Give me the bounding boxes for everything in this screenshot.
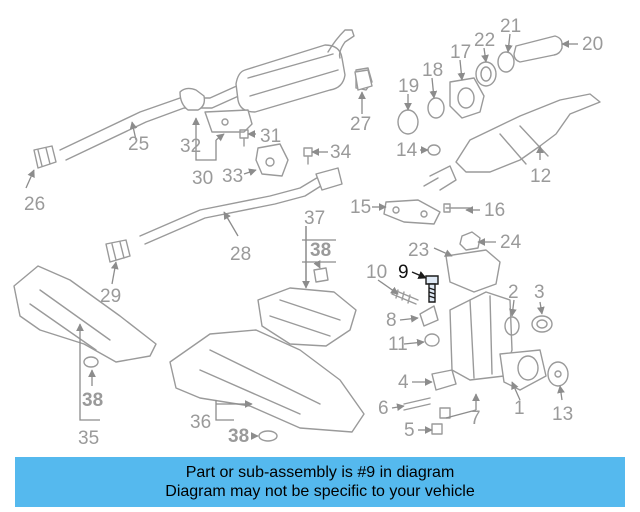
bolt-16[interactable]: [443, 203, 471, 213]
callout-29: 29: [100, 286, 121, 307]
callout-7: 7: [470, 408, 481, 429]
callout-31: 31: [260, 126, 281, 147]
callout-21: 21: [500, 16, 521, 37]
info-banner: Part or sub-assembly is #9 in diagram Di…: [15, 457, 625, 507]
callout-38-upper: 38: [310, 240, 331, 261]
callout-33: 33: [222, 166, 243, 187]
callout-25: 25: [128, 134, 149, 155]
bracket-33[interactable]: [255, 143, 289, 177]
callout-27: 27: [350, 114, 371, 135]
clip-38-c[interactable]: [258, 430, 278, 442]
bracket-lines-38: [302, 239, 336, 263]
front-pipe-clamp[interactable]: [33, 145, 57, 169]
callout-18: 18: [422, 60, 443, 81]
stud-6[interactable]: [403, 397, 431, 411]
nut-11[interactable]: [424, 333, 440, 347]
gasket-2[interactable]: [504, 316, 520, 336]
callout-22: 22: [474, 30, 495, 51]
parts-diagram: 1 2 3 4 5 6 7 8 9 10 11 12 13 14 15 16 1…: [13, 16, 603, 449]
heat-shield-15[interactable]: [383, 199, 441, 225]
callout-20: 20: [582, 34, 603, 55]
callout-38-left: 38: [82, 390, 103, 411]
callout-24: 24: [500, 232, 522, 253]
callout-28: 28: [230, 244, 251, 265]
catalytic-converter-12[interactable]: [423, 93, 601, 191]
callout-26: 26: [24, 194, 45, 215]
bolt-9-highlighted[interactable]: [425, 275, 439, 303]
clamp-29[interactable]: [105, 239, 131, 263]
hanger-bracket[interactable]: [204, 109, 253, 133]
callout-17: 17: [450, 42, 471, 63]
heat-shield-35[interactable]: [13, 265, 157, 363]
callout-14: 14: [396, 140, 418, 161]
clamp-22[interactable]: [475, 61, 497, 87]
callout-1: 1: [514, 398, 525, 419]
gasket-14[interactable]: [427, 144, 441, 156]
intermediate-pipe[interactable]: [139, 167, 343, 245]
callout-10: 10: [366, 262, 387, 283]
bracket-4[interactable]: [431, 369, 457, 391]
callout-37: 37: [304, 208, 325, 229]
heat-shield-37[interactable]: [257, 287, 357, 347]
heat-shield-23[interactable]: [445, 249, 501, 293]
callout-36: 36: [190, 412, 211, 433]
callout-2: 2: [508, 282, 519, 303]
heat-shield-36[interactable]: [169, 329, 365, 433]
gasket-18[interactable]: [427, 97, 445, 119]
intake-tube-20[interactable]: [513, 35, 563, 63]
callout-8: 8: [386, 310, 397, 331]
callout-35: 35: [78, 428, 99, 449]
callout-23: 23: [408, 240, 429, 261]
banner-line-1: Part or sub-assembly is #9 in diagram: [185, 464, 455, 481]
flange-19[interactable]: [397, 109, 419, 135]
gasket-21[interactable]: [497, 51, 515, 73]
callout-16: 16: [484, 200, 505, 221]
nut-24[interactable]: [459, 231, 481, 251]
callout-30: 30: [192, 168, 213, 189]
callout-6: 6: [378, 398, 389, 419]
hanger-27[interactable]: [354, 69, 373, 91]
callout-38-bottom: 38: [228, 426, 249, 447]
callout-13: 13: [552, 404, 573, 425]
callout-15: 15: [350, 197, 371, 218]
callout-3: 3: [534, 282, 545, 303]
flange-13[interactable]: [547, 361, 569, 387]
bolt-31[interactable]: [239, 129, 249, 147]
banner-line-2: Diagram may not be specific to your vehi…: [165, 483, 475, 500]
bolt-34[interactable]: [303, 147, 313, 165]
leader-lines: [25, 33, 578, 440]
clip-38-a[interactable]: [313, 267, 329, 283]
bracket-8[interactable]: [419, 305, 439, 327]
throttle-body-17[interactable]: [449, 77, 485, 119]
callout-5: 5: [404, 420, 415, 441]
bolt-7[interactable]: [439, 407, 451, 419]
callout-19: 19: [398, 76, 419, 97]
callout-34: 34: [330, 142, 352, 163]
callout-12: 12: [530, 166, 551, 187]
callout-labels: 1 2 3 4 5 6 7 8 9 10 11 12 13 14 15 16 1…: [24, 16, 603, 449]
callout-9-highlighted: 9: [398, 262, 409, 283]
clip-38-b[interactable]: [83, 356, 99, 368]
diesel-particulate-filter-1[interactable]: [449, 291, 547, 391]
callout-11: 11: [388, 334, 408, 355]
callout-4: 4: [398, 372, 409, 393]
callout-32: 32: [180, 136, 201, 157]
clamp-3[interactable]: [531, 315, 553, 333]
bolt-5[interactable]: [431, 423, 443, 435]
